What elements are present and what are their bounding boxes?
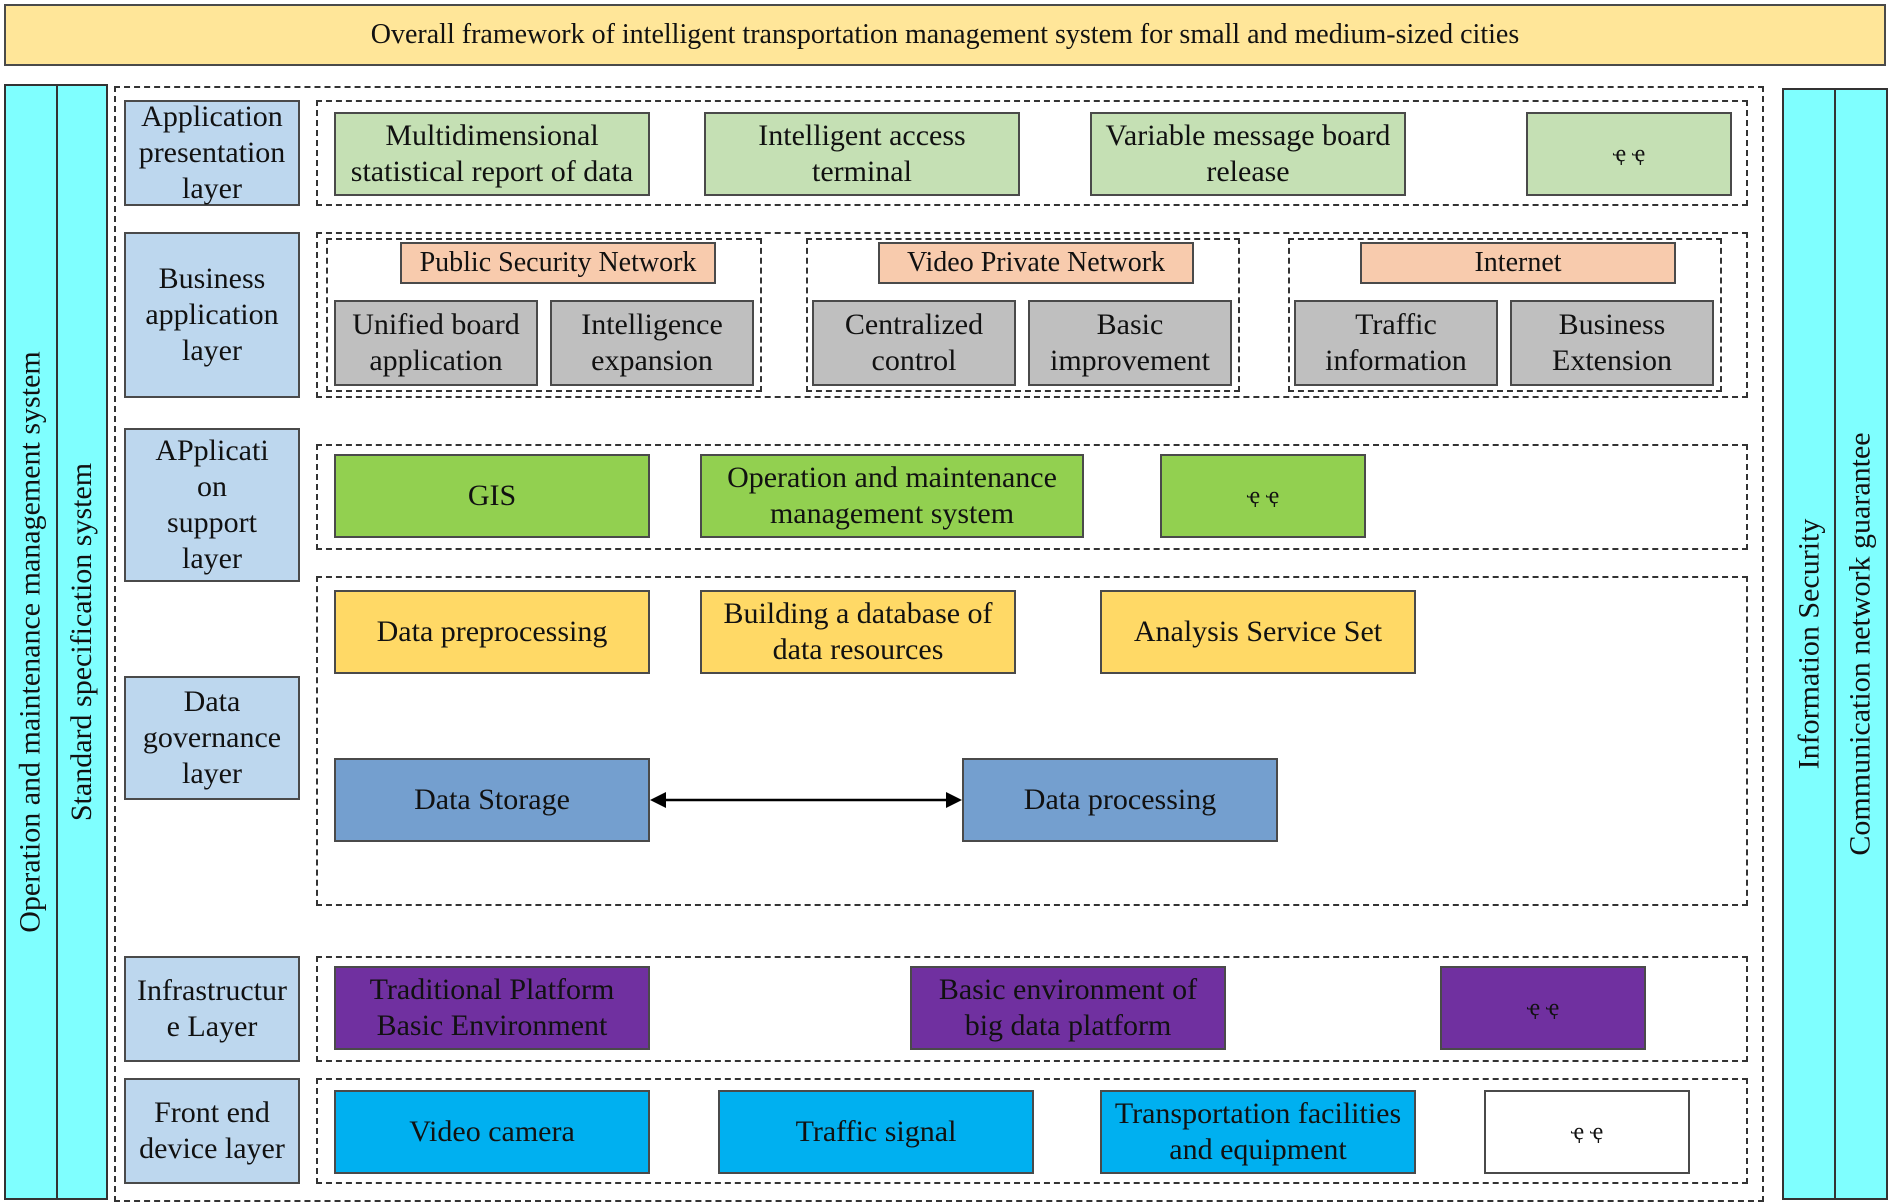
presentation-item: Intelligent access terminal [704, 112, 1020, 196]
network-label: Public Security Network [400, 242, 716, 284]
business-item: Basic improvement [1028, 300, 1232, 386]
layer-infrastructure: Infrastructur e Layer [124, 956, 300, 1062]
front-end-item: Transportation facilities and equipment [1100, 1090, 1416, 1174]
right-inner-bar: Information Security [1782, 88, 1836, 1200]
right-outer-bar-label: Communication network guarantee [1844, 432, 1877, 856]
front-end-item: Traffic signal [718, 1090, 1034, 1174]
presentation-item: Variable message board release [1090, 112, 1406, 196]
front-end-ellipsis: ҿ ҿ [1484, 1090, 1690, 1174]
governance-item: Data preprocessing [334, 590, 650, 674]
business-group-public-security [326, 238, 762, 392]
layer-application-presentation: Application presentation layer [124, 100, 300, 206]
data-storage-box: Data Storage [334, 758, 650, 842]
governance-item: Analysis Service Set [1100, 590, 1416, 674]
layer-front-end: Front end device layer [124, 1078, 300, 1184]
infrastructure-item: Basic environment of big data platform [910, 966, 1226, 1050]
business-row [316, 232, 1748, 398]
business-group-video-private [806, 238, 1240, 392]
infrastructure-ellipsis: ҿ ҿ [1440, 966, 1646, 1050]
business-group-internet [1288, 238, 1722, 392]
business-item: Intelligence expansion [550, 300, 754, 386]
front-end-row [316, 1078, 1748, 1184]
support-item: GIS [334, 454, 650, 538]
layer-business-application: Business application layer [124, 232, 300, 398]
support-row [316, 444, 1748, 550]
governance-row [316, 576, 1748, 906]
business-item: Traffic information [1294, 300, 1498, 386]
layer-data-governance: Data governance layer [124, 676, 300, 800]
right-inner-bar-label: Information Security [1792, 518, 1825, 770]
layer-application-support: APplicati on support layer [124, 428, 300, 582]
main-container [114, 86, 1764, 1202]
support-item: Operation and maintenance management sys… [700, 454, 1084, 538]
data-processing-box: Data processing [962, 758, 1278, 842]
left-inner-bar: Standard specification system [56, 84, 108, 1200]
presentation-row [316, 100, 1748, 206]
business-item: Centralized control [812, 300, 1016, 386]
left-outer-bar: Operation and maintenance management sys… [4, 84, 58, 1200]
left-outer-bar-label: Operation and maintenance management sys… [14, 351, 47, 933]
front-end-item: Video camera [334, 1090, 650, 1174]
diagram-title: Overall framework of intelligent transpo… [4, 4, 1886, 66]
governance-item: Building a database of data resources [700, 590, 1016, 674]
presentation-item: Multidimensional statistical report of d… [334, 112, 650, 196]
support-ellipsis: ҿ ҿ [1160, 454, 1366, 538]
bidirectional-arrow [650, 792, 962, 808]
business-item: Unified board application [334, 300, 538, 386]
left-inner-bar-label: Standard specification system [65, 462, 98, 822]
right-outer-bar: Communication network guarantee [1834, 88, 1888, 1200]
business-item: Business Extension [1510, 300, 1714, 386]
network-label: Internet [1360, 242, 1676, 284]
infrastructure-row [316, 956, 1748, 1062]
network-label: Video Private Network [878, 242, 1194, 284]
presentation-ellipsis: ҿ ҿ [1526, 112, 1732, 196]
infrastructure-item: Traditional Platform Basic Environment [334, 966, 650, 1050]
